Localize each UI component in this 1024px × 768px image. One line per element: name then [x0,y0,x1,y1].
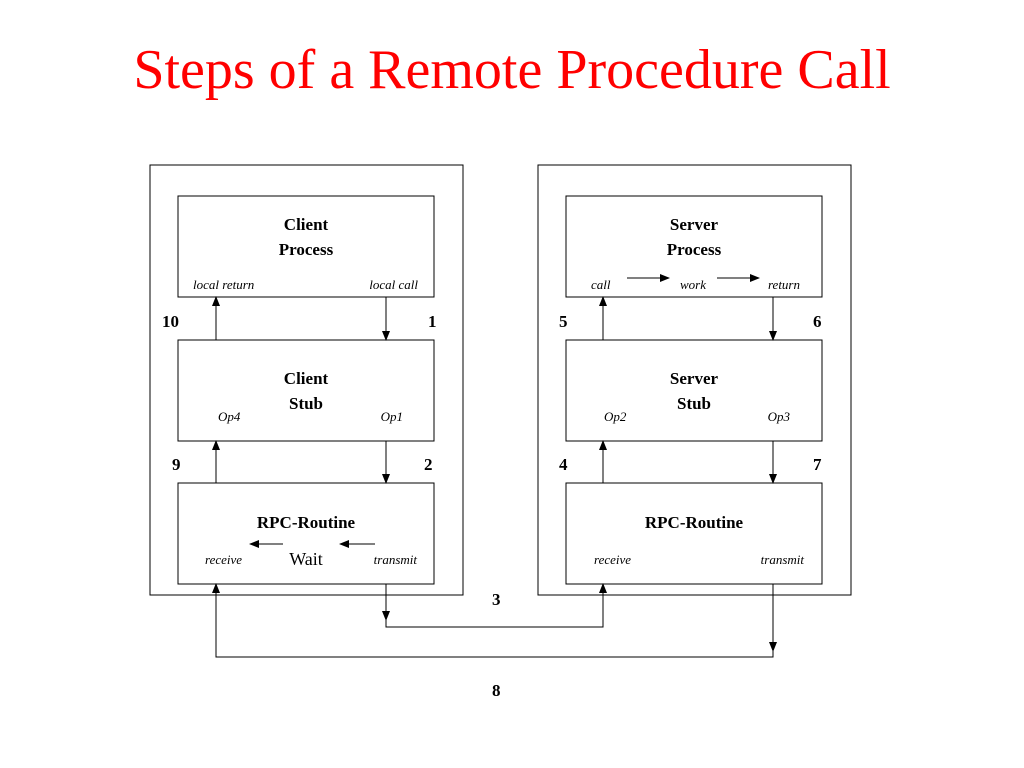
client-op4-label: Op4 [218,409,241,424]
step-number-2: 2 [424,455,433,474]
server-transmit-label: transmit [761,552,805,567]
server-call-label: call [591,277,611,292]
step-number-4: 4 [559,455,568,474]
server-op3-label: Op3 [768,409,791,424]
server-process-box: Server Process call work return [565,195,823,298]
client-stub-line1: Client [284,369,329,388]
client-op1-label: Op1 [381,409,403,424]
client-machine-frame [149,164,464,596]
server-machine-frame [537,164,852,596]
server-stub-line1: Server [670,369,719,388]
client-receive-label: receive [205,552,242,567]
server-process-line2: Process [667,240,722,259]
page-title: Steps of a Remote Procedure Call [133,39,891,101]
client-rpc-box: RPC-Routine receive Wait transmit [177,482,435,585]
server-receive-label: receive [594,552,631,567]
client-local-return-label: local return [193,277,254,292]
network-path-step-8 [212,583,774,658]
server-op2-label: Op2 [604,409,627,424]
client-rpc-title: RPC-Routine [257,513,356,532]
server-rpc-title: RPC-Routine [645,513,744,532]
server-work-label: work [680,277,706,292]
client-wait-label: Wait [289,549,323,569]
server-stub-box: Server Stub Op2 Op3 [565,339,823,442]
step-number-3: 3 [492,590,501,609]
step-number-5: 5 [559,312,568,331]
step-number-6: 6 [813,312,822,331]
server-stub-line2: Stub [677,394,711,413]
server-process-line1: Server [670,215,719,234]
step-number-10: 10 [162,312,179,331]
server-return-label: return [768,277,800,292]
client-stub-box: Client Stub Op4 Op1 [177,339,435,442]
client-transmit-label: transmit [374,552,418,567]
step-number-9: 9 [172,455,181,474]
client-local-call-label: local call [369,277,418,292]
client-process-line1: Client [284,215,329,234]
server-rpc-box: RPC-Routine receive transmit [565,482,823,585]
step-number-1: 1 [428,312,437,331]
client-process-line2: Process [279,240,334,259]
step-number-7: 7 [813,455,822,474]
step-number-8: 8 [492,681,501,700]
client-process-box: Client Process local return local call [177,195,435,298]
client-stub-line2: Stub [289,394,323,413]
